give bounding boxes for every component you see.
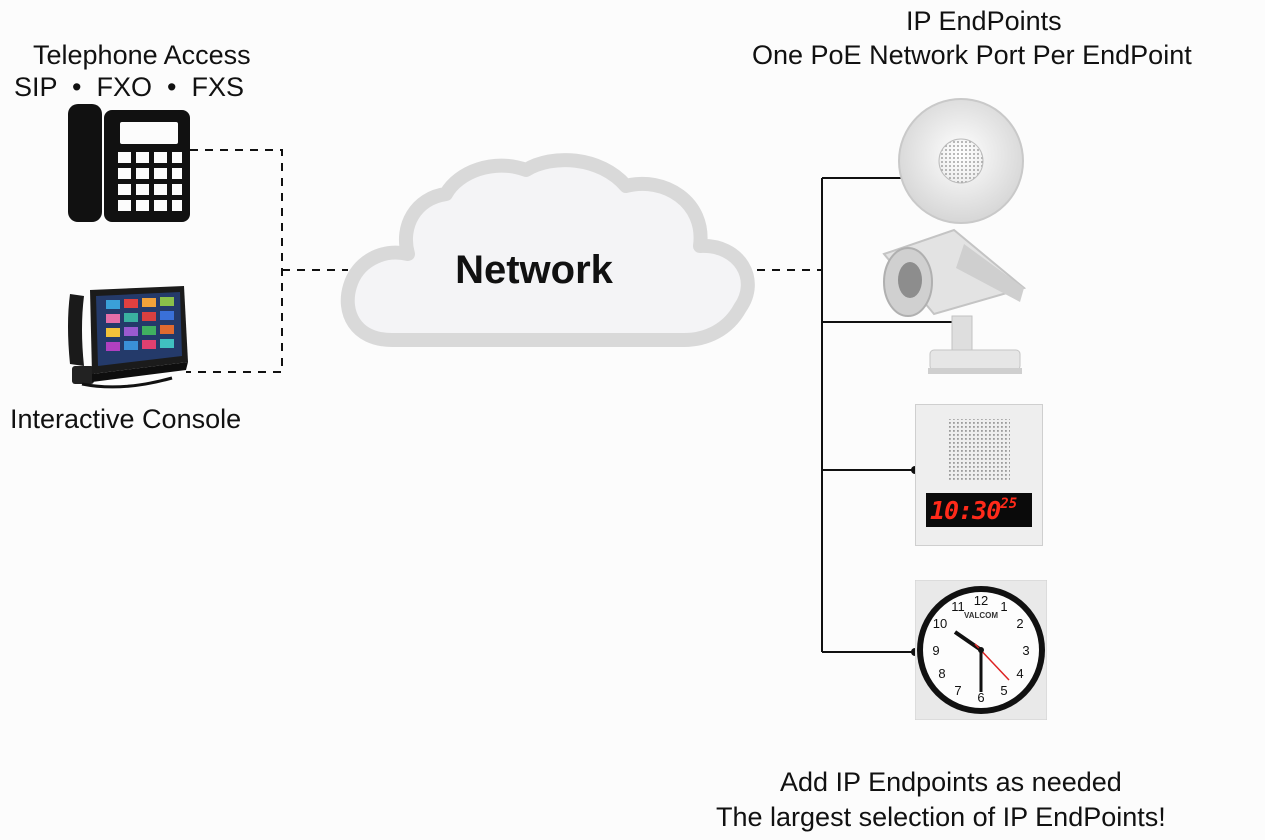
interactive-console-icon <box>68 286 188 389</box>
wall-speaker-clock: 10:3025 <box>915 404 1043 546</box>
dashed-link-phones <box>186 149 283 373</box>
digital-clock-display: 10:3025 <box>930 496 1030 525</box>
ip-endpoints-subtitle: One PoE Network Port Per EndPoint <box>752 40 1192 70</box>
clock-numeral: 3 <box>1022 643 1029 658</box>
clock-hour-hand <box>953 630 983 652</box>
clock-numeral: 4 <box>1016 666 1023 681</box>
clock-numeral: 10 <box>933 616 947 631</box>
footer-line-1: Add IP Endpoints as needed <box>780 767 1122 797</box>
clock-numeral: 7 <box>954 683 961 698</box>
desk-telephone-icon <box>68 104 190 222</box>
ceiling-speaker-icon <box>898 98 1024 224</box>
clock-numeral: 5 <box>1000 683 1007 698</box>
clock-numeral: 1 <box>1000 599 1007 614</box>
clock-time: 10:30 <box>930 496 1001 525</box>
speaker-grille-icon <box>926 419 1032 527</box>
clock-numeral: 12 <box>974 593 988 608</box>
clock-numeral: 2 <box>1016 616 1023 631</box>
clock-numeral: 6 <box>977 690 984 705</box>
telephone-protocols: SIP • FXO • FXS <box>14 72 244 102</box>
interactive-console-label: Interactive Console <box>10 404 242 434</box>
cloud-shape <box>340 153 755 347</box>
clock-numeral: 8 <box>938 666 945 681</box>
clock-seconds: 25 <box>1000 496 1018 512</box>
horn-speaker-icon <box>882 228 1027 374</box>
ip-endpoints-title: IP EndPoints <box>906 6 1062 36</box>
clock-brand: VALCOM <box>964 611 998 620</box>
clock-numeral: 11 <box>951 599 965 614</box>
clock-numeral: 9 <box>932 643 939 658</box>
footer-line-2: The largest selection of IP EndPoints! <box>716 802 1166 832</box>
network-label: Network <box>455 248 614 292</box>
analog-wall-clock-icon: VALCOM 12 1 2 3 4 5 6 7 8 9 10 11 <box>915 580 1047 720</box>
telephone-access-title: Telephone Access <box>33 40 251 70</box>
